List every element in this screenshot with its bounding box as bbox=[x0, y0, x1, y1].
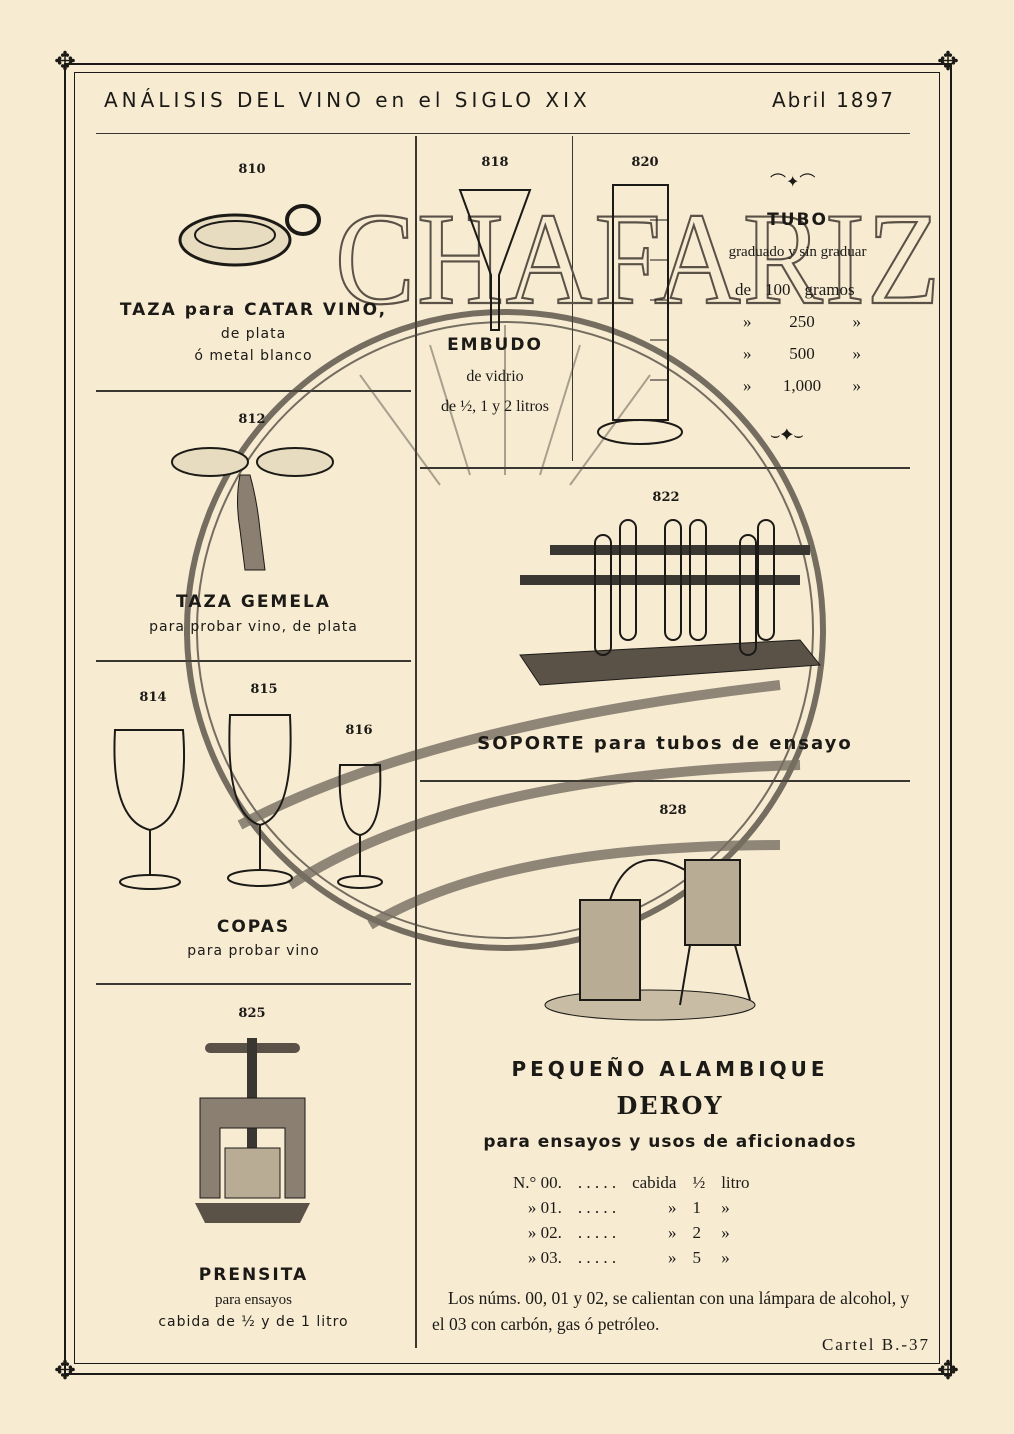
funnel-illustration bbox=[458, 189, 532, 331]
item-description: cabida de ½ y de 1 litro bbox=[158, 1314, 349, 1330]
usage-note: Los núms. 00, 01 y 02, se calientan con … bbox=[432, 1288, 910, 1334]
item-description: para ensayos y usos de aficionados bbox=[483, 1132, 857, 1152]
test-tube-rack-illustration bbox=[519, 519, 821, 686]
table-cell: » 02. bbox=[527, 1222, 562, 1242]
table-cell: . . . . . bbox=[577, 1222, 617, 1242]
divider bbox=[96, 133, 910, 134]
page-date: Abril 1897 bbox=[772, 88, 895, 112]
item-number: 814 bbox=[139, 690, 167, 705]
capacity-table: N.° 00. . . . . . cabida ½ litro » 01. . . . … bbox=[505, 1170, 758, 1270]
item-number: 828 bbox=[659, 803, 687, 818]
table-cell: » bbox=[721, 1197, 730, 1217]
ornament-icon: ⌣✦⌣ bbox=[770, 425, 804, 444]
corner-ornament-icon: ✥ bbox=[54, 47, 76, 77]
item-description: para probar vino bbox=[187, 943, 320, 959]
item-number: 820 bbox=[631, 155, 659, 170]
item-number: 825 bbox=[238, 1006, 266, 1021]
press-illustration bbox=[195, 1038, 310, 1223]
table-cell: ½ bbox=[692, 1172, 706, 1192]
corner-ornament-icon: ✥ bbox=[54, 1356, 76, 1386]
table-row: N.° 00. . . . . . cabida ½ litro bbox=[505, 1170, 758, 1195]
twin-cup-illustration bbox=[171, 447, 334, 571]
divider bbox=[572, 136, 573, 461]
inner-frame bbox=[74, 72, 940, 1364]
table-cell: » bbox=[667, 1222, 677, 1242]
item-title: SOPORTE para tubos de ensayo bbox=[477, 733, 853, 754]
item-number: 822 bbox=[652, 490, 680, 505]
table-cell: . . . . . bbox=[577, 1197, 617, 1217]
item-title: TAZA para CATAR VINO, bbox=[119, 300, 388, 320]
item-title: TAZA GEMELA bbox=[176, 592, 331, 612]
table-cell: 2 bbox=[692, 1222, 701, 1242]
tasting-cup-illustration bbox=[178, 204, 321, 267]
table-cell: » bbox=[721, 1222, 730, 1242]
item-title: PEQUEÑO ALAMBIQUE bbox=[511, 1057, 829, 1081]
table-cell: » 01. bbox=[527, 1197, 562, 1217]
cartel-reference: Cartel B.-37 bbox=[821, 1335, 930, 1354]
page-title: ANÁLISIS DEL VINO en el SIGLO XIX bbox=[104, 88, 591, 112]
item-number: 816 bbox=[345, 723, 373, 738]
wine-glasses-illustration bbox=[113, 714, 383, 890]
divider bbox=[420, 467, 910, 469]
item-description: de vidrio bbox=[466, 368, 524, 385]
item-title: PRENSITA bbox=[198, 1265, 309, 1285]
table-row: » 03. . . . . . » 5 » bbox=[505, 1245, 758, 1270]
item-description: para probar vino, de plata bbox=[149, 619, 358, 635]
table-cell: N.° 00. bbox=[513, 1172, 562, 1192]
divider bbox=[96, 390, 411, 392]
table-cell: litro bbox=[721, 1172, 750, 1192]
item-number: 815 bbox=[250, 682, 278, 697]
table-row: » 01. . . . . . » 1 » bbox=[505, 1195, 758, 1220]
divider bbox=[96, 660, 411, 662]
item-description: de plata bbox=[220, 326, 287, 342]
ornament-icon: ⌒✦⌒ bbox=[770, 172, 816, 191]
table-cell: cabida bbox=[632, 1172, 677, 1192]
item-title: EMBUDO bbox=[447, 335, 543, 355]
divider bbox=[96, 983, 411, 985]
table-cell: » bbox=[667, 1247, 677, 1267]
item-title: COPAS bbox=[216, 917, 291, 937]
table-cell: . . . . . bbox=[577, 1172, 617, 1192]
table-cell: » bbox=[667, 1197, 677, 1217]
table-cell: . . . . . bbox=[577, 1247, 617, 1267]
table-row: » 02. . . . . . » 2 » bbox=[505, 1220, 758, 1245]
watermark-text: CHAFARIZ bbox=[334, 184, 943, 333]
corner-ornament-icon: ✥ bbox=[937, 47, 959, 77]
item-description: graduado y sin graduar bbox=[728, 244, 867, 260]
corner-ornament-icon: ✥ bbox=[937, 1356, 959, 1386]
brand-name: DEROY bbox=[616, 1091, 724, 1120]
still-illustration bbox=[544, 859, 756, 1021]
item-description: de ½, 1 y 2 litros bbox=[441, 398, 549, 415]
table-cell: » 03. bbox=[527, 1247, 562, 1267]
table-cell: 1 bbox=[692, 1197, 701, 1217]
table-cell: » bbox=[721, 1247, 730, 1267]
graduated-cylinder-illustration bbox=[597, 184, 683, 445]
outer-frame bbox=[64, 63, 952, 1375]
item-number: 818 bbox=[481, 155, 509, 170]
table-cell: 5 bbox=[692, 1247, 701, 1267]
item-description: ó metal blanco bbox=[194, 348, 313, 364]
item-number: 812 bbox=[238, 412, 266, 427]
divider bbox=[420, 780, 910, 782]
item-description: para ensayos bbox=[214, 1292, 293, 1308]
item-title: TUBO bbox=[767, 210, 828, 230]
item-number: 810 bbox=[238, 162, 266, 177]
